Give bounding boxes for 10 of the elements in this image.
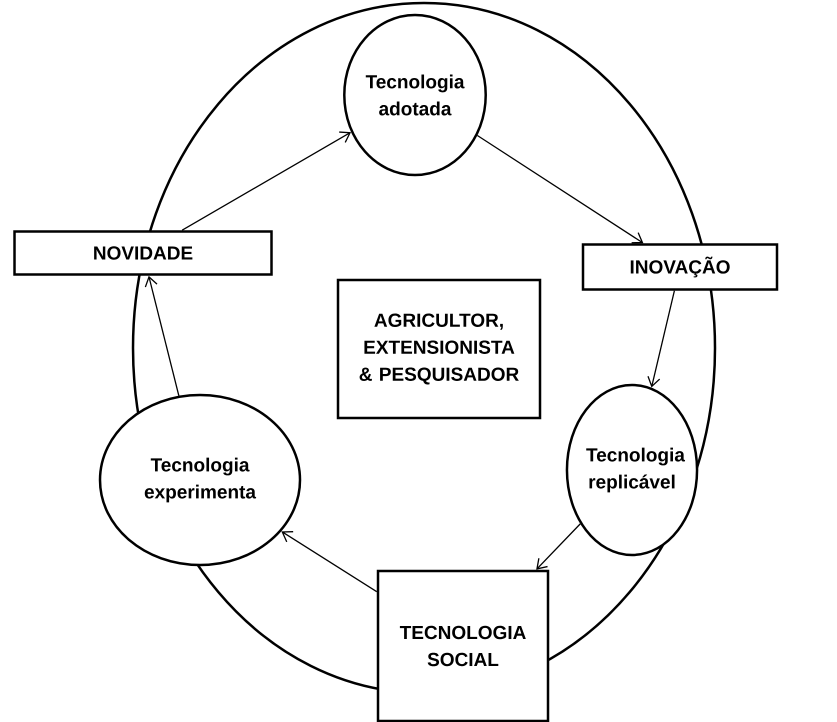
stage-box: TECNOLOGIA SOCIAL [376, 570, 550, 722]
arrow [182, 131, 352, 231]
arrow [647, 290, 676, 388]
stage-box: INOVAÇÃO [582, 243, 778, 291]
arrow [144, 276, 180, 396]
arrow [477, 134, 644, 244]
actors-box: AGRICULTOR, EXTENSIONISTA & PESQUISADOR [336, 278, 542, 420]
stage-box: NOVIDADE [13, 230, 273, 276]
arrow [536, 523, 581, 570]
arrow [281, 531, 378, 592]
